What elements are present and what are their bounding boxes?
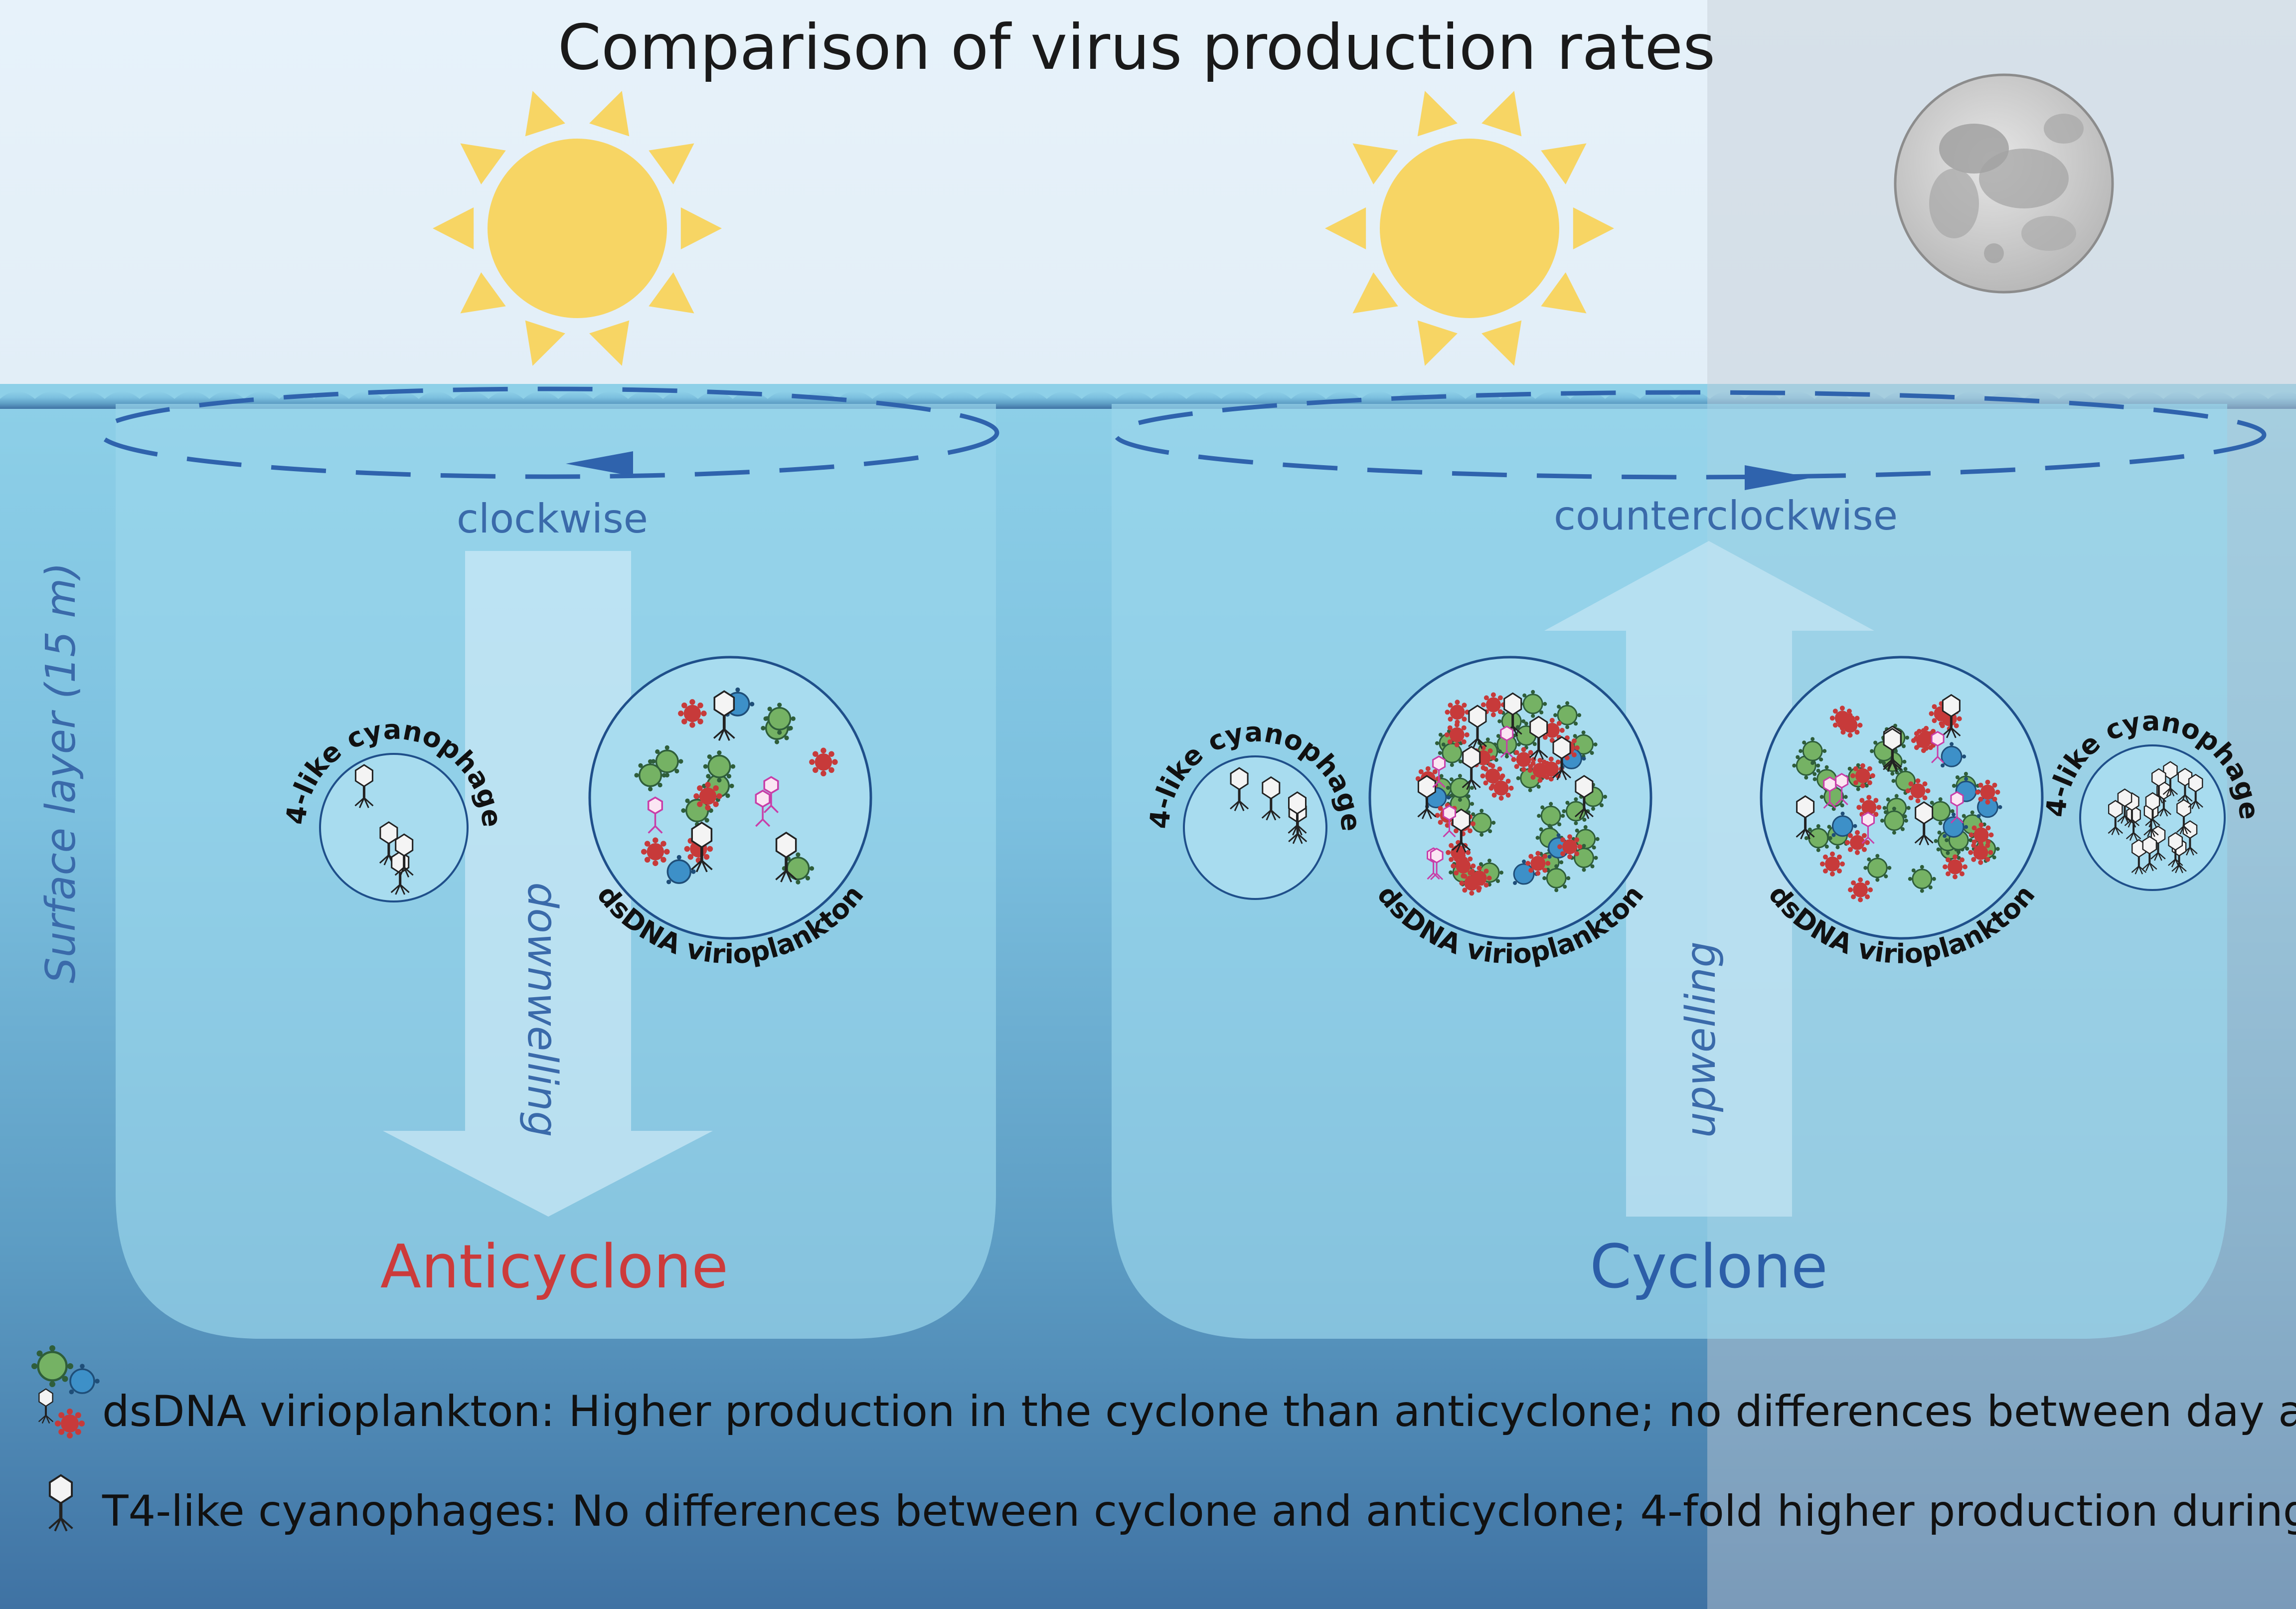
moon-icon (1894, 73, 2114, 294)
red-virus-icon (1538, 756, 1564, 782)
red-virus-icon (1511, 747, 1536, 772)
sun-ray (1481, 91, 1522, 137)
dsdna-virioplankton-sample-cyclone-night: dsDNA virioplankton (1760, 656, 2044, 970)
red-virus-icon (1968, 840, 1993, 865)
sun-ray (525, 91, 565, 137)
sun-ray (680, 207, 722, 250)
sun-ray (460, 143, 506, 184)
red-virus-icon (641, 837, 670, 866)
red-virus-icon (1975, 779, 2000, 805)
sun-ray (433, 207, 474, 250)
red-virus-icon (1557, 834, 1583, 860)
dsdna-virioplankton-sample-anticyclone: dsDNA virioplankton (588, 656, 872, 970)
sun-ray (649, 143, 694, 184)
sun-ray (589, 320, 630, 366)
red-virus-icon (809, 747, 838, 777)
red-virus-icon (1845, 830, 1870, 855)
sun-ray (1573, 207, 1614, 250)
sun-icon (433, 91, 722, 366)
red-virus-icon (1850, 763, 1875, 788)
cyclone-rotation-ring (1113, 390, 2267, 480)
sun-icon (1325, 91, 1614, 366)
sun-ray (525, 320, 565, 366)
red-virus-icon (1905, 778, 1931, 804)
anticyclone-label: Anticyclone (380, 1233, 728, 1302)
depth-label: Surface layer (15 m) (37, 562, 85, 984)
sun-ray (589, 91, 630, 137)
downwelling-label: downwelling (518, 882, 566, 1137)
clockwise-label: clockwise (457, 496, 648, 542)
red-virus-icon (1459, 871, 1484, 896)
legend-t4-text: T4-like cyanophages: No differences betw… (102, 1486, 2296, 1536)
cyclone-label: Cyclone (1590, 1233, 1827, 1302)
red-virus-icon (1480, 763, 1505, 789)
sun-ray (1541, 143, 1587, 184)
clockwise-arrowhead (566, 451, 633, 476)
red-virus-icon (1446, 840, 1471, 865)
red-virus-icon (1444, 722, 1470, 747)
sun-ray (1481, 320, 1522, 366)
sun-ray (1541, 272, 1587, 314)
red-virus-icon (1820, 851, 1845, 877)
sun-ray (1352, 272, 1398, 314)
red-virus-icon (1943, 854, 1968, 880)
sun-ray (460, 272, 506, 314)
legend: dsDNA virioplankton: Higher production i… (31, 1345, 2296, 1536)
dsdna-virioplankton-sample-cyclone-day: dsDNA virioplankton (1368, 656, 1652, 970)
sun-ray (649, 272, 694, 314)
anticyclone-rotation-ring (97, 386, 999, 479)
red-virus-icon (1525, 851, 1551, 876)
sun-ray (1352, 143, 1398, 184)
legend-dsdna-text: dsDNA virioplankton: Higher production i… (102, 1387, 2296, 1436)
red-virus-icon (1848, 877, 1873, 902)
red-virus-icon (693, 782, 722, 811)
sun-ray (1325, 207, 1366, 250)
sun-ray (1417, 91, 1458, 137)
red-virus-icon (1829, 706, 1855, 731)
red-virus-icon (1445, 700, 1470, 725)
counterclockwise-label: counterclockwise (1554, 493, 1898, 539)
sun-ray (1417, 320, 1458, 366)
page-title: Comparison of virus production rates (558, 11, 1716, 84)
red-virus-icon (678, 699, 707, 728)
counterclockwise-arrowhead (1745, 465, 1812, 490)
upwelling-label: upwelling (1677, 941, 1725, 1138)
